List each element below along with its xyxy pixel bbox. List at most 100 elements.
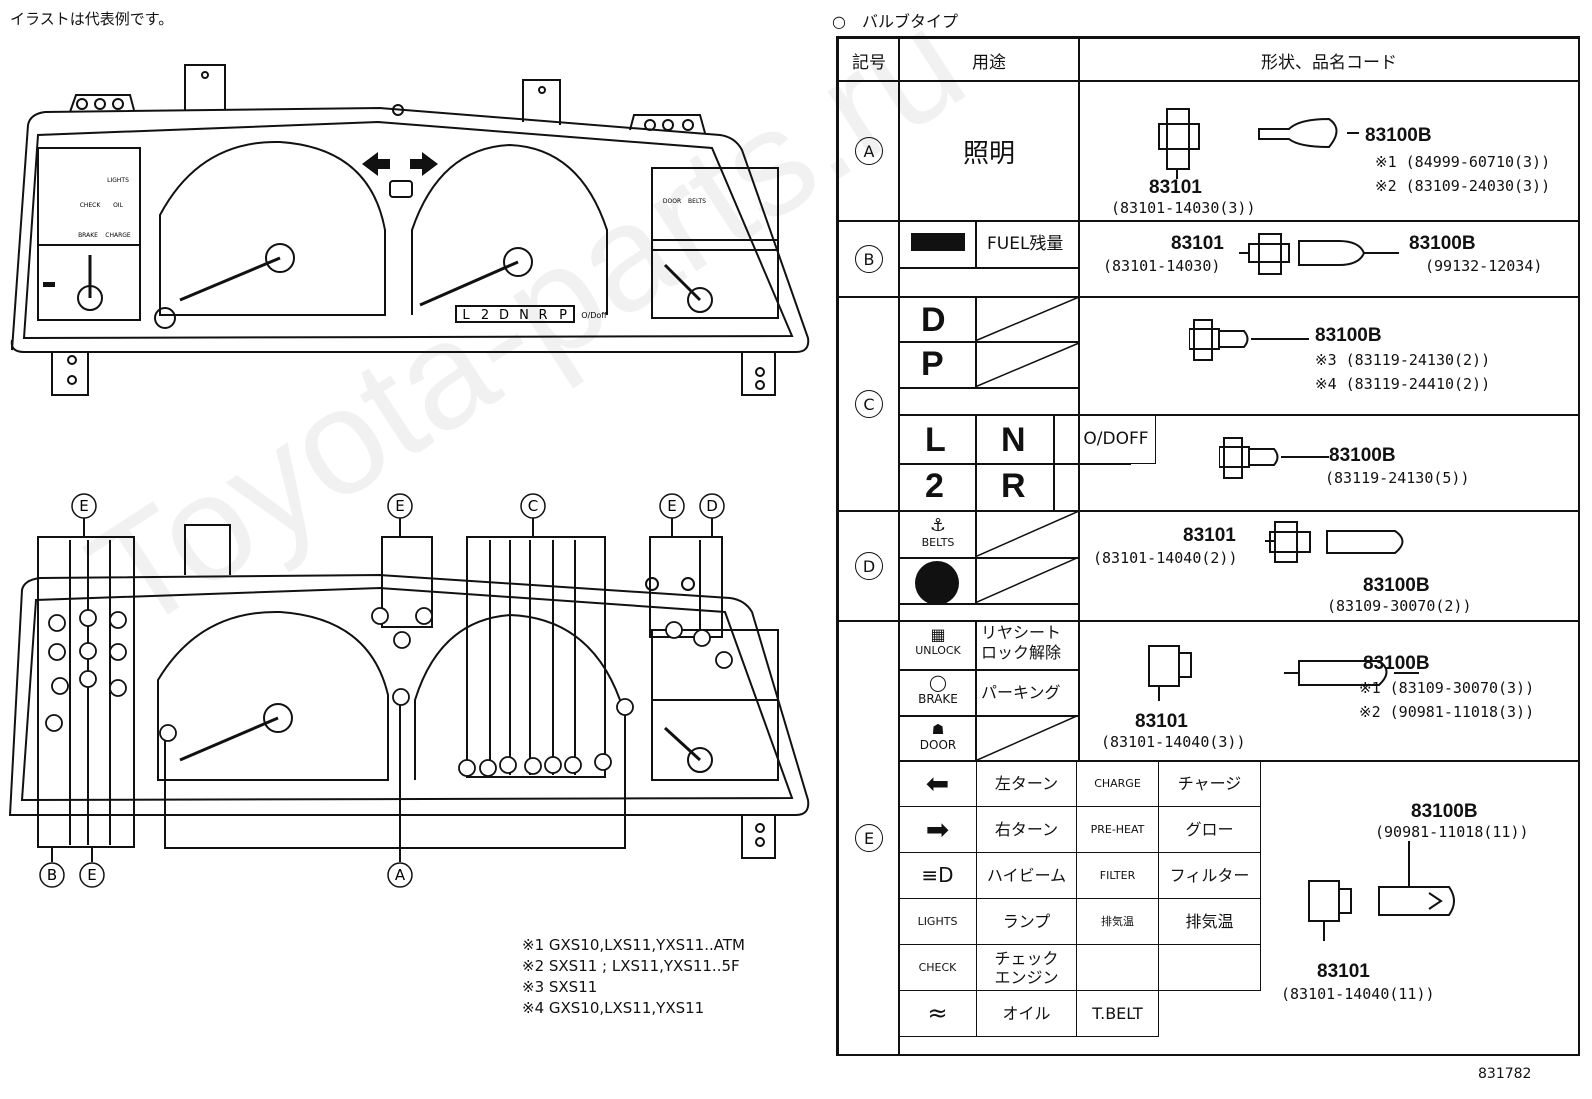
- row-e-symbol: E: [838, 620, 900, 1056]
- row-e2-bulb-code: (90981-11018(11)): [1375, 823, 1529, 841]
- indicator-right-icon: FILTER: [1077, 853, 1159, 899]
- label-a: A: [855, 137, 883, 165]
- footnote-1: ※1 GXS10,LXS11,YXS11..ATM: [522, 936, 745, 954]
- shift-letters: L 2 D N R P O/Doff: [462, 308, 607, 323]
- row-c-usage-top: D P: [898, 296, 1080, 416]
- illustration-note: イラストは代表例です。: [10, 10, 174, 28]
- indicator-right-label: チャージ: [1159, 761, 1261, 807]
- row-c-code2: (83119-24130(5)): [1325, 469, 1470, 487]
- indicator-right-label: 排気温: [1159, 899, 1261, 945]
- callout-a: A: [395, 866, 406, 884]
- row-a-bulb: 83100B: [1365, 125, 1432, 146]
- row-c-bulb: 83100B: [1315, 325, 1382, 346]
- callout-c: C: [528, 497, 538, 515]
- bulb-table: 記号 用途 形状、品名コード A 照明 83100B ※1 (84999-607…: [836, 36, 1580, 1056]
- header-shape: 形状、品名コード: [1078, 38, 1580, 82]
- airbag-icon: [915, 561, 959, 605]
- row-e-bulb: 83100B: [1363, 653, 1430, 674]
- shift-r: R: [538, 308, 547, 323]
- row-d-socket: 83101: [1183, 525, 1236, 546]
- oil-text: OIL: [113, 202, 123, 209]
- shift-p: P: [559, 308, 567, 323]
- symbol-2: 2: [925, 467, 944, 505]
- callout-e-3: E: [667, 497, 676, 515]
- header-symbol: 記号: [838, 38, 900, 82]
- row-c-usage-bottom: L N 2 R: [898, 414, 1131, 512]
- symbol-l: L: [925, 421, 946, 459]
- high-beam-icon: ≡D: [899, 853, 977, 899]
- row-e-note1: ※1 (83109-30070(3)): [1359, 679, 1535, 697]
- row-b-socket-code: (83101-14030): [1103, 257, 1221, 275]
- indicator-left-label: チェック エンジン: [977, 945, 1077, 991]
- fuel-bar-icon: [911, 233, 965, 251]
- shift-d: D: [499, 308, 509, 323]
- parking-label: パーキング: [981, 683, 1061, 702]
- label-b: B: [855, 245, 883, 273]
- row-d-shape: 83101 (83101-14040(2)) 83100B (83109-300…: [1078, 510, 1580, 622]
- callout-e-4: E: [87, 866, 96, 884]
- row-c-symbol: C: [838, 296, 900, 512]
- row-d-bulb-icon: [1265, 521, 1404, 563]
- footnote-2: ※2 SXS11 ; LXS11,YXS11..5F: [522, 957, 740, 975]
- indicator-right-icon: CHARGE: [1077, 761, 1159, 807]
- odoff-label: O/DOFF: [1077, 415, 1156, 464]
- panel-small-labels: CHECK OIL LIGHTS BRAKE CHARGE DOOR BELTS: [78, 177, 706, 239]
- callout-e-2: E: [395, 497, 404, 515]
- row-c-bulb-icon: [1189, 319, 1309, 361]
- right-turn-icon: ➡: [899, 807, 977, 853]
- header-usage: 用途: [898, 38, 1080, 82]
- symbol-r: R: [1001, 467, 1026, 505]
- symbol-d: D: [921, 301, 946, 339]
- callout-labels: E E C E D B E A: [39, 493, 725, 888]
- row-e-note2: ※2 (90981-11018(3)): [1359, 703, 1535, 721]
- row-a-socket: 83101: [1149, 177, 1202, 198]
- row-e-socket-code: (83101-14040(3)): [1101, 733, 1246, 751]
- row-e-shape-top: 83100B ※1 (83109-30070(3)) ※2 (90981-110…: [1078, 620, 1580, 762]
- callout-b: B: [47, 866, 57, 884]
- footnote-3: ※3 SXS11: [522, 978, 598, 996]
- indicator-right-label: [1159, 945, 1261, 991]
- row-a-shape: 83100B ※1 (84999-60710(3)) ※2 (83109-240…: [1078, 80, 1580, 222]
- callout-d: D: [706, 497, 718, 515]
- belts-text: BELTS: [688, 198, 706, 205]
- indicator-right-icon: 排気温: [1077, 899, 1159, 945]
- footnote-4: ※4 GXS10,LXS11,YXS11: [522, 999, 705, 1017]
- page-number: 831782: [1478, 1066, 1532, 1082]
- label-e: E: [855, 824, 883, 852]
- row-d-symbol: D: [838, 510, 900, 622]
- row-b-usage: FUEL残量: [898, 220, 1080, 298]
- indicator-right-icon: [1077, 945, 1159, 991]
- brake-icon: ◯BRAKE: [918, 673, 958, 706]
- indicator-left-label: 左ターン: [977, 761, 1077, 807]
- symbol-n: N: [1001, 421, 1026, 459]
- footnotes: ※1 GXS10,LXS11,YXS11..ATM ※2 SXS11 ; LXS…: [522, 935, 745, 1019]
- row-a-usage: 照明: [898, 80, 1080, 222]
- check-text: CHECK: [80, 202, 102, 209]
- indicator-left-label: 右ターン: [977, 807, 1077, 853]
- row-a-note2: ※2 (83109-24030(3)): [1375, 177, 1551, 195]
- row-a-note1: ※1 (84999-60710(3)): [1375, 153, 1551, 171]
- row-b-shape: 83101 (83101-14030) 83100B (99132-12034): [1078, 220, 1580, 298]
- row-c-shape-bottom: O/DOFF 83100B (83119-24130(5)): [1077, 414, 1580, 512]
- row-d-usage: ⚓BELTS: [898, 510, 1080, 622]
- left-turn-icon: ⬅: [899, 761, 977, 807]
- row-d-bulb: 83100B: [1363, 575, 1430, 596]
- indicator-left-icon: LIGHTS: [899, 899, 977, 945]
- row-b-bulb-icon: [1239, 233, 1399, 275]
- row-c-note4: ※4 (83119-24410(2)): [1315, 375, 1491, 393]
- cluster-diagrams: L 2 D N R P O/Doff CHECK OIL LIGHTS BRAK…: [8, 64, 810, 888]
- shift-2: 2: [481, 308, 489, 323]
- indicator-left-label: オイル: [977, 991, 1077, 1037]
- row-b-usage-text: FUEL残量: [987, 234, 1064, 254]
- indicator-right-label: フィルター: [1159, 853, 1261, 899]
- indicator-right-label: グロー: [1159, 807, 1261, 853]
- oil-can-icon: ≈: [899, 991, 977, 1037]
- row-e-bulb-icon: [1148, 645, 1419, 701]
- row-d-socket-code: (83101-14040(2)): [1093, 549, 1238, 567]
- brake-text: BRAKE: [78, 232, 98, 239]
- door-icon: ☗DOOR: [919, 722, 957, 752]
- lights-text: LIGHTS: [107, 177, 129, 184]
- row-e2-bulb: 83100B: [1411, 801, 1478, 822]
- indicator-left-icon: CHECK: [899, 945, 977, 991]
